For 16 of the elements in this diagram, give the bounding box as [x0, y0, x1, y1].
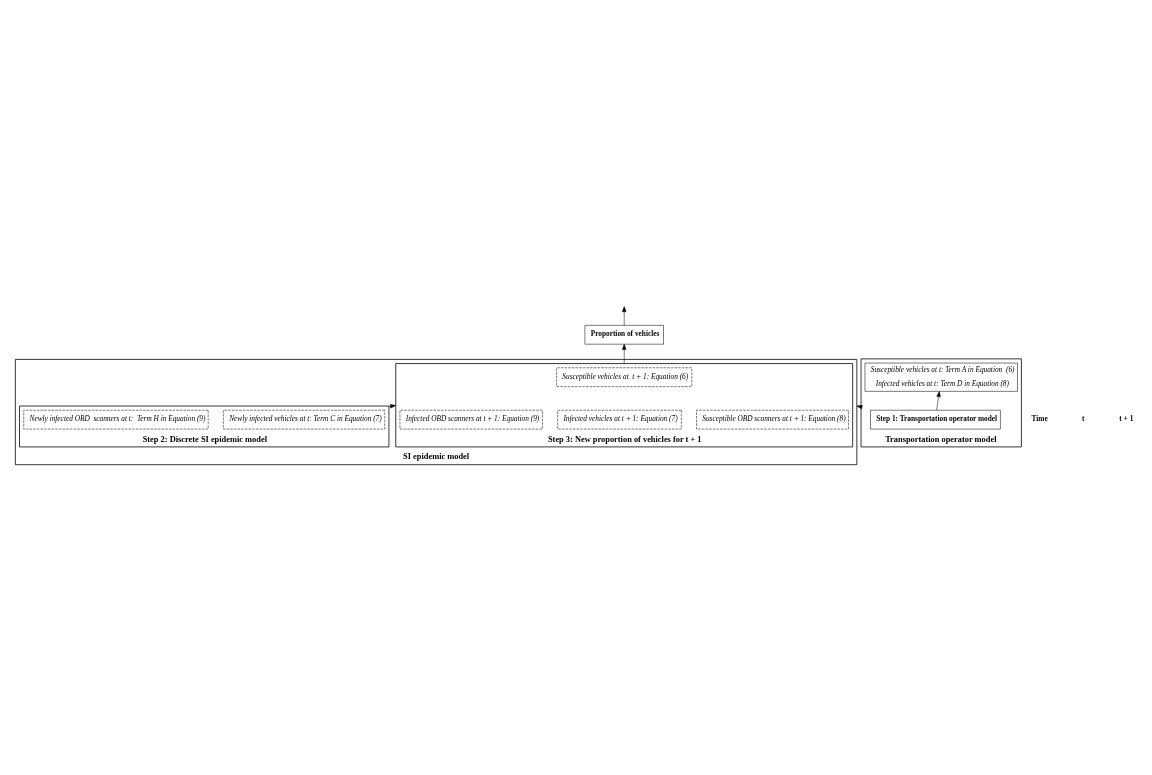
- arrow: [622, 344, 627, 364]
- arrow: [388, 404, 396, 409]
- label: Time: [1031, 414, 1048, 424]
- label: t + 1: [1119, 414, 1134, 424]
- label: t: [1081, 414, 1085, 424]
- node-box: Susceptible OBD scanners at t + 1: Equation (8): [696, 409, 849, 430]
- arrow: [622, 306, 627, 326]
- node-box: Susceptible vehicles at t + 1: Equation (6): [556, 367, 693, 387]
- node-box: Susceptible vehicles at t: Term A in Equation (6) Infected vehicles at t: Term D in Equation (8): [864, 362, 1018, 392]
- node-box: Infected vehicles at t + 1: Equation (7): [557, 409, 682, 430]
- arrow: [936, 391, 941, 411]
- node-box: Infected OBD scanners at t + 1: Equation (9): [399, 409, 543, 430]
- node-box: Newly infected OBD scanners at t: Term H in Equation (9): [23, 409, 209, 430]
- node-box: Step 1: Transportation operator model: [870, 409, 1001, 430]
- node-box: Newly infected vehicles at t: Term C in Equation (7): [223, 409, 385, 430]
- node-box: Proportion of vehicles: [584, 325, 664, 345]
